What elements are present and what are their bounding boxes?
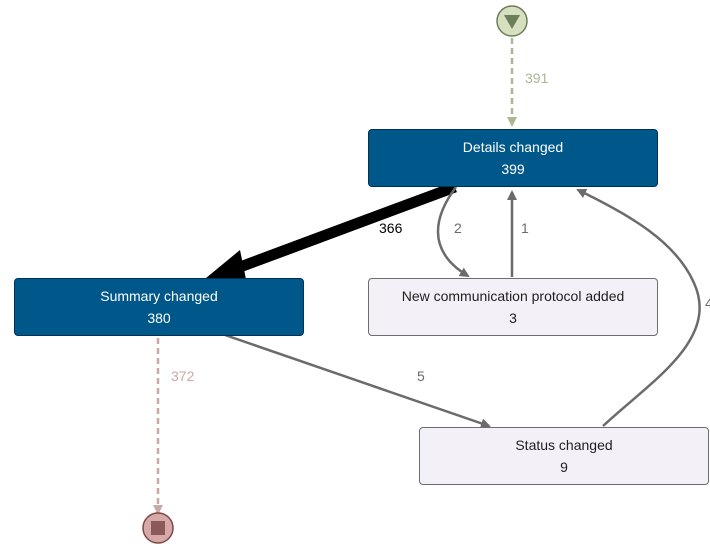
- edge-label-details-to-protocol: 2: [454, 220, 462, 236]
- activity-count: 380: [147, 310, 171, 326]
- activity-new-communication-protocol-added[interactable]: New communication protocol added 3: [368, 278, 658, 336]
- edge-label-protocol-to-details: 1: [521, 220, 529, 236]
- activity-label: Details changed: [462, 139, 564, 155]
- activity-details-changed[interactable]: Details changed 399: [368, 129, 658, 187]
- edge-label-status-to-details: 4: [705, 295, 710, 311]
- activity-status-changed[interactable]: Status changed 9: [419, 427, 709, 485]
- down-triangle-icon: [504, 15, 520, 29]
- activity-label: New communication protocol added: [401, 288, 625, 304]
- activity-label: Status changed: [515, 437, 613, 453]
- activity-count: 3: [509, 310, 517, 326]
- edge-label-start-to-details: 391: [525, 70, 549, 86]
- edge-label-summary-to-end: 372: [171, 368, 195, 384]
- edge-summary-to-status[interactable]: [224, 333, 491, 429]
- activity-summary-changed[interactable]: Summary changed 380: [14, 278, 304, 336]
- edge-details-to-summary-thick[interactable]: [230, 181, 457, 276]
- edge-label-summary-to-status: 5: [417, 368, 425, 384]
- edge-status-to-details[interactable]: [576, 188, 701, 427]
- activity-count: 399: [501, 161, 525, 177]
- start-event[interactable]: [496, 5, 528, 37]
- square-stop-icon: [151, 521, 165, 535]
- activity-label: Summary changed: [100, 288, 218, 304]
- end-event[interactable]: [142, 512, 174, 544]
- edge-label-details-to-summary: 366: [379, 220, 403, 236]
- activity-count: 9: [560, 459, 568, 475]
- edge-details-to-protocol[interactable]: [436, 186, 470, 278]
